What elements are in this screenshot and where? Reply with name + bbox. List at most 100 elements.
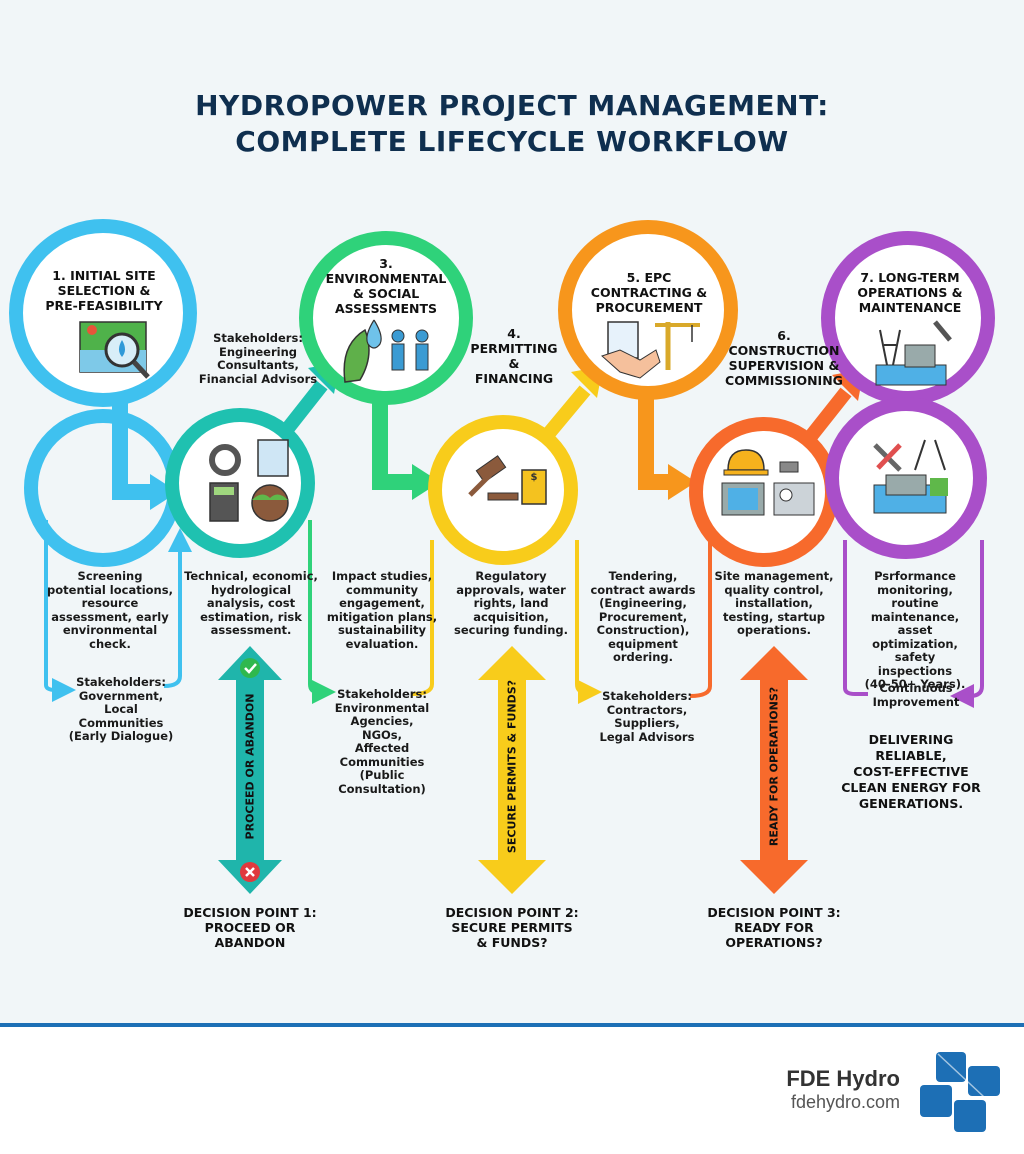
stage-4-title-line: FINANCING <box>474 371 554 386</box>
stage-7-title-line: MAINTENANCE <box>858 300 962 315</box>
stakeholder-line: Stakeholders: <box>337 687 427 701</box>
stage-3-title-line: ENVIRONMENTAL <box>325 271 447 286</box>
decision-label-line: ABANDON <box>214 935 286 950</box>
improvement-line: Continuous <box>879 681 953 695</box>
description-line: environmental <box>62 623 158 637</box>
stakeholder-line: (Public <box>359 768 405 782</box>
description-line: estimation, risk <box>200 609 302 624</box>
decision-arrow-1 <box>218 646 282 894</box>
description-line: (Engineering, <box>599 596 687 610</box>
stage-3-title-line: ASSESSMENTS <box>334 301 438 316</box>
stage-7-title: 7. LONG-TERM OPERATIONS & MAINTENANCE <box>840 270 980 315</box>
stage-6-title-line: 6. <box>777 328 791 343</box>
stage-5-title-line: PROCUREMENT <box>595 300 703 315</box>
title-line-2: COMPLETE LIFECYCLE WORKFLOW <box>235 125 789 158</box>
description-line: analysis, cost <box>206 596 296 610</box>
description-line: optimization, safety <box>872 636 958 664</box>
hardhat-robot-dam-panel-icon <box>721 449 815 516</box>
stage-5-description: Tendering, contract awards (Engineering,… <box>588 569 698 665</box>
stage-3-title-line: & SOCIAL <box>352 286 420 301</box>
stage-4-title-line: 4. <box>507 326 521 341</box>
workflow-diagram: $ <box>9 219 995 894</box>
stakeholder-line: Consultation) <box>338 781 426 796</box>
description-line: Impact studies, <box>331 569 433 583</box>
stage-1-title: 1. INITIAL SITE SELECTION & PRE-FEASIBIL… <box>28 268 180 313</box>
description-line: Tendering, <box>608 569 678 583</box>
stage-6-description: Site management, quality control, instal… <box>714 569 834 638</box>
decision-arrow-2 <box>478 646 546 894</box>
stakeholder-line: (Early Dialogue) <box>68 729 174 743</box>
stage-5-title-line: CONTRACTING & <box>590 285 708 300</box>
tagline-line: RELIABLE, <box>875 748 947 763</box>
description-line: sustainability <box>337 623 427 637</box>
gears-document-calculator-terrain-icon <box>209 439 289 522</box>
brand-logo-icon <box>920 1052 1000 1132</box>
svg-text:$: $ <box>531 472 538 483</box>
description-line: ordering. <box>612 650 673 664</box>
description-line: community <box>346 582 418 597</box>
description-line: operations. <box>736 623 812 637</box>
decision-1-arrow-text: PROCEED OR ABANDON <box>243 693 257 840</box>
stage-1-description: Screening potential locations, resource … <box>42 569 178 651</box>
tagline-line: CLEAN ENERGY FOR <box>841 780 981 795</box>
description-line: testing, startup <box>722 609 826 624</box>
stage-6-title: 6. CONSTRUCTION SUPERVISION & COMMISSION… <box>720 328 848 388</box>
description-line: assessment, early <box>51 609 169 624</box>
stage-5-ring <box>558 220 738 698</box>
tagline-line: DELIVERING <box>868 732 954 747</box>
stage-1-title-line: PRE-FEASIBILITY <box>45 298 163 313</box>
stage-2-ring <box>165 362 340 704</box>
stakeholder-line: Suppliers, <box>614 716 680 730</box>
brand-url[interactable]: fdehydro.com <box>790 1092 900 1112</box>
decision-label-line: READY FOR <box>734 920 814 935</box>
description-line: check. <box>89 636 131 651</box>
stage-5-title-line: 5. EPC <box>626 270 672 285</box>
description-line: engagement, <box>339 596 425 610</box>
stage-1-title-line: SELECTION & <box>57 283 151 298</box>
description-line: assessment. <box>210 623 292 637</box>
decision-point-1-label: DECISION POINT 1: PROCEED OR ABANDON <box>170 905 330 950</box>
wrench-screwdriver-dam-icon <box>873 439 948 514</box>
description-line: Psrformance <box>874 569 956 583</box>
description-line: Regulatory <box>475 569 547 583</box>
improvement-line: Improvement <box>872 694 960 709</box>
decision-3-arrow-text: READY FOR OPERATIONS? <box>767 686 781 847</box>
decision-point-2-label: DECISION POINT 2: SECURE PERMITS & FUNDS… <box>432 905 592 950</box>
stage-2-description: Technical, economic, hydrological analys… <box>184 569 318 638</box>
decision-label-line: & FUNDS? <box>476 935 548 950</box>
stage-7-title-line: OPERATIONS & <box>857 285 963 300</box>
decision-label-line: SECURE PERMITS <box>451 920 573 935</box>
stage-4-title-line: PERMITTING <box>470 341 558 356</box>
description-line: hydrological <box>210 582 292 597</box>
decision-label-line: OPERATIONS? <box>725 935 823 950</box>
description-line: quality control, <box>724 582 824 597</box>
description-line: approvals, water <box>456 582 566 597</box>
description-line: Procurement, <box>598 609 688 624</box>
description-line: Screening <box>77 569 143 583</box>
description-line: mitigation plans, <box>326 609 438 624</box>
stakeholder-line: Communities <box>339 754 425 769</box>
description-line: monitoring, routine <box>877 582 953 610</box>
page-title: HYDROPOWER PROJECT MANAGEMENT: COMPLETE … <box>0 88 1024 160</box>
stakeholder-line: Environmental <box>334 700 430 715</box>
stakeholder-line: Affected <box>354 741 410 755</box>
stage-1-stakeholders: Stakeholders: Government, Local Communit… <box>66 675 176 744</box>
stakeholder-line: Stakeholders: <box>602 689 692 703</box>
description-line: contract awards <box>590 582 696 597</box>
stakeholder-line: Legal Advisors <box>599 729 695 744</box>
stakeholder-line: Communities <box>78 715 164 730</box>
description-line: Site management, <box>714 569 834 583</box>
stage-2-stakeholders: Stakeholders: Engineering Consultants, F… <box>194 331 322 386</box>
stage-3-title: 3. ENVIRONMENTAL & SOCIAL ASSESSMENTS <box>316 256 456 316</box>
stage-3-description: Impact studies, community engagement, mi… <box>326 569 438 651</box>
footer-divider <box>0 1023 1024 1027</box>
stakeholder-line: Agencies, NGOs, <box>350 714 414 742</box>
stakeholder-line: Government, <box>78 688 164 703</box>
stage-4-description: Regulatory approvals, water rights, land… <box>452 569 570 638</box>
pylon-dam-wrench-icon <box>875 320 952 386</box>
stage-4-title-line: & <box>508 356 520 371</box>
stage-7-title-line: 7. LONG-TERM <box>860 270 960 285</box>
decision-label-line: DECISION POINT 3: <box>707 905 841 920</box>
stage-7-description: Psrformance monitoring, routine maintena… <box>852 569 978 692</box>
contract-handshake-crane-icon <box>601 321 700 379</box>
